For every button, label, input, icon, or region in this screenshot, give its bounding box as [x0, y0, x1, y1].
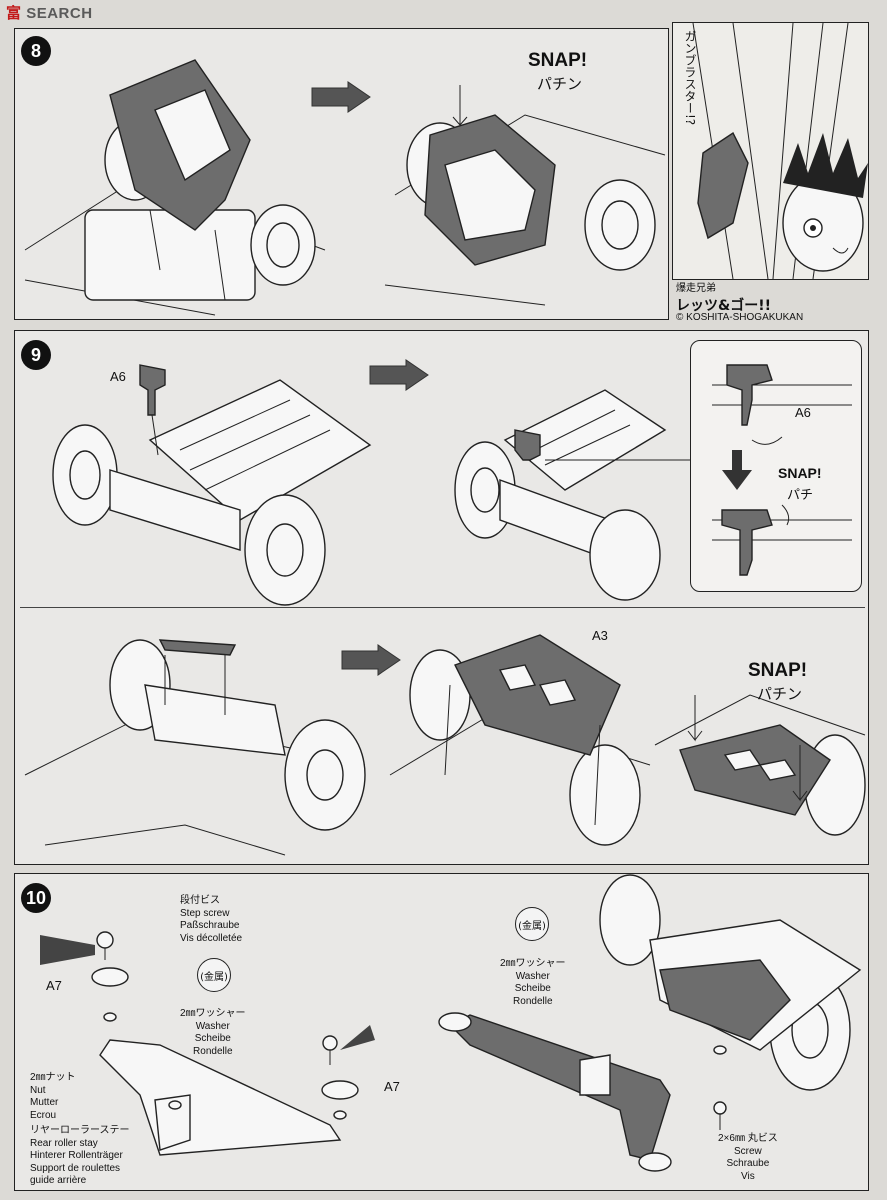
- watermark-brand-red: 富: [6, 5, 22, 22]
- nut-fr: Ecrou: [30, 1109, 57, 1121]
- rear-roller-jp: リヤーローラーステー: [30, 1125, 130, 1136]
- rear-roller-en: Rear roller stay: [30, 1137, 98, 1149]
- nut-en: Nut: [30, 1084, 46, 1096]
- step9-chassis-5: [654, 694, 866, 836]
- step-screw-de: Paßschraube: [180, 920, 240, 931]
- manga-title: レッツ&ゴー!!: [676, 298, 771, 314]
- step9-snap-jp: パチン: [757, 685, 803, 703]
- step8-chassis-after: [384, 85, 666, 306]
- screw-en: Screw: [733, 1145, 762, 1157]
- screw-fr: Vis: [741, 1170, 755, 1182]
- washer-left-en: Washer: [195, 1020, 230, 1032]
- step10-right-chassis: [438, 874, 862, 1172]
- step9-chassis-4: [389, 634, 651, 846]
- step-screw-fr: Vis décolletée: [180, 932, 243, 944]
- step9-arrow-1: [369, 359, 429, 391]
- rear-roller-fr1: Support de roulettes: [30, 1162, 121, 1174]
- step9-inset-snap-jp: パチ: [787, 488, 814, 503]
- step10-a7-left: A7: [46, 978, 62, 993]
- step10-washer-left: 2㎜ワッシャー Washer Scheibe Rondelle: [180, 1008, 246, 1058]
- step9-part-a6: A6: [110, 369, 126, 384]
- nut-de: Mutter: [30, 1097, 59, 1108]
- step10-left-stay: [40, 931, 375, 1156]
- step10-screw: 2×6㎜ 丸ビス Screw Schraube Vis: [718, 1133, 778, 1183]
- washer-right-en: Washer: [515, 970, 550, 982]
- step-screw-jp: 段付ビス: [180, 895, 220, 906]
- step10-step-screw: 段付ビス Step screw Paßschraube Vis décollet…: [180, 895, 242, 945]
- step10-a7-right: A7: [384, 1079, 400, 1094]
- rear-roller-fr2: guide arrière: [30, 1175, 87, 1186]
- step8-chassis-before: [24, 59, 326, 316]
- step9-part-a3: A3: [592, 628, 608, 643]
- washer-right-fr: Rondelle: [513, 995, 553, 1007]
- washer-right-jp: 2㎜ワッシャー: [500, 958, 566, 969]
- step8-snap-jp: パチン: [537, 75, 583, 93]
- step-screw-en: Step screw: [180, 907, 230, 919]
- step8-number: 8: [21, 36, 51, 66]
- step10-number: 10: [21, 883, 51, 913]
- step8-snap-label: SNAP!: [528, 50, 588, 71]
- step8-arrow: [311, 81, 371, 113]
- manga-illustration: [692, 22, 868, 280]
- washer-material-badge-right: (金属): [515, 907, 549, 941]
- washer-left-de: Scheibe: [194, 1033, 231, 1044]
- step9-inset-drawing: [712, 364, 852, 576]
- step9-chassis-1: [52, 364, 372, 606]
- washer-material-badge-left: (金属): [197, 958, 231, 992]
- step9-arrow-2: [341, 644, 401, 676]
- step9-chassis-2: [454, 389, 695, 601]
- step9-snap-label: SNAP!: [748, 660, 808, 681]
- manga-title-small: 爆走兄弟: [676, 283, 716, 294]
- step9-divider: [20, 607, 865, 608]
- nut-jp: 2㎜ナット: [30, 1072, 76, 1083]
- watermark: 富 SEARCH: [6, 2, 93, 23]
- step9-inset: [690, 340, 862, 592]
- washer-left-jp: 2㎜ワッシャー: [180, 1008, 246, 1019]
- washer-left-fr: Rondelle: [193, 1045, 233, 1057]
- screw-jp: 2×6㎜ 丸ビス: [718, 1133, 778, 1144]
- step10-rear-roller-stay: リヤーローラーステー Rear roller stay Hinterer Rol…: [30, 1125, 130, 1188]
- manga-speech: ガンブラスター!?: [683, 30, 697, 126]
- manga-copyright: © KOSHITA-SHOGAKUKAN: [676, 312, 804, 323]
- step10-washer-right: 2㎜ワッシャー Washer Scheibe Rondelle: [500, 958, 566, 1008]
- step9-chassis-3: [24, 639, 366, 856]
- step9-number: 9: [21, 340, 51, 370]
- watermark-brand: SEARCH: [26, 5, 93, 22]
- step9-inset-part: A6: [795, 405, 811, 420]
- washer-right-de: Scheibe: [514, 983, 551, 994]
- screw-de: Schraube: [726, 1158, 770, 1169]
- step10-nut: 2㎜ナット Nut Mutter Ecrou: [30, 1072, 76, 1122]
- rear-roller-de: Hinterer Rollenträger: [30, 1150, 123, 1161]
- step9-inset-snap: SNAP!: [778, 465, 822, 481]
